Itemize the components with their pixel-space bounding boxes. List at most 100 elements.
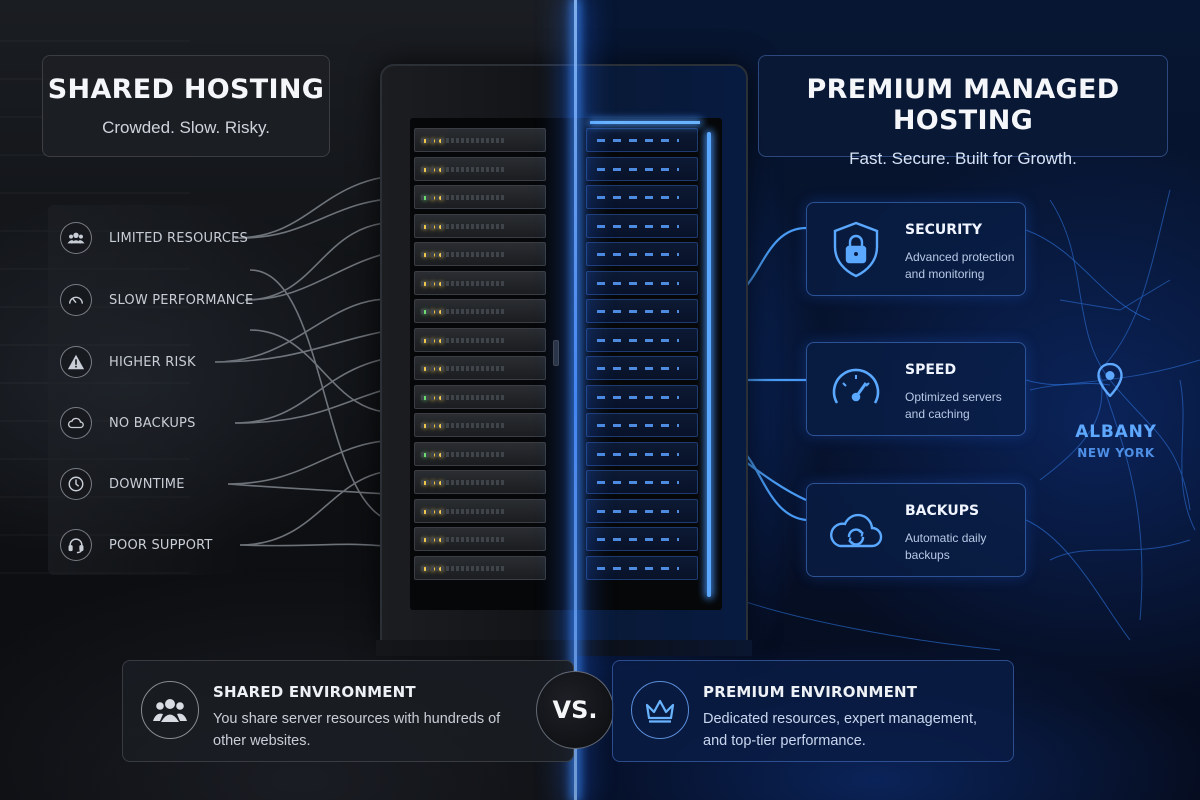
- server-unit: [414, 213, 546, 238]
- headset-icon: [60, 529, 92, 561]
- server-unit: [586, 270, 698, 295]
- feature-description: Optimized servers and caching: [905, 390, 1002, 422]
- status-led: [423, 395, 427, 400]
- issue-label: DOWNTIME: [109, 476, 185, 492]
- status-led: [423, 224, 427, 229]
- server-unit: [586, 299, 698, 323]
- server-unit: [586, 185, 698, 209]
- group-icon: [141, 681, 199, 739]
- status-led: [423, 196, 427, 200]
- location-state: NEW YORK: [1077, 446, 1155, 460]
- status-led: [439, 566, 443, 571]
- server-unit: [414, 185, 546, 209]
- server-unit: [586, 213, 698, 238]
- status-led: [423, 452, 427, 457]
- status-led: [439, 367, 443, 371]
- shared-issues-panel: [48, 205, 248, 575]
- rack-door-handle: [553, 340, 559, 366]
- rack-light-strip: [707, 132, 711, 597]
- server-unit: [414, 327, 546, 352]
- status-led: [431, 395, 435, 400]
- feature-description: Advanced protection and monitoring: [905, 250, 1015, 282]
- shared-hosting-subtitle: Crowded. Slow. Risky.: [102, 118, 270, 137]
- status-led: [439, 253, 443, 257]
- status-led: [431, 196, 435, 200]
- server-unit: [586, 470, 698, 494]
- issue-poor-support: POOR SUPPORT: [60, 528, 213, 562]
- speedometer-icon: [832, 368, 880, 404]
- status-led: [423, 481, 427, 485]
- server-unit: [586, 498, 698, 523]
- server-unit: [414, 299, 546, 323]
- status-led: [423, 424, 427, 428]
- issue-slow-performance: SLOW PERFORMANCE: [60, 283, 253, 317]
- server-unit: [414, 498, 546, 523]
- server-unit: [414, 384, 546, 409]
- server-unit: [586, 128, 698, 152]
- status-led: [431, 167, 435, 172]
- server-unit: [414, 527, 546, 551]
- server-unit: [414, 242, 546, 266]
- status-led: [431, 424, 435, 428]
- status-led: [439, 538, 443, 542]
- status-led: [439, 509, 443, 514]
- clock-icon: [60, 468, 92, 500]
- status-led: [423, 338, 427, 343]
- feature-backups-card: BACKUPS Automatic daily backups: [806, 483, 1026, 577]
- status-led: [423, 139, 427, 143]
- status-led: [439, 281, 443, 286]
- crown-icon: [631, 681, 689, 739]
- status-led: [431, 281, 435, 286]
- feature-security-card: SECURITY Advanced protection and monitor…: [806, 202, 1026, 296]
- premium-environment-title: PREMIUM ENVIRONMENT: [703, 683, 918, 701]
- premium-environment-card: PREMIUM ENVIRONMENT Dedicated resources,…: [612, 660, 1014, 762]
- status-led: [439, 338, 443, 343]
- status-led: [439, 196, 443, 200]
- status-led: [431, 367, 435, 371]
- issue-label: NO BACKUPS: [109, 415, 196, 431]
- server-unit: [586, 327, 698, 352]
- status-led: [423, 167, 427, 172]
- status-led: [431, 338, 435, 343]
- premium-hosting-subtitle: Fast. Secure. Built for Growth.: [849, 149, 1077, 168]
- server-rack-base: [376, 640, 752, 656]
- feature-title: SPEED: [905, 362, 957, 378]
- cloud-icon: [60, 407, 92, 439]
- server-unit: [586, 527, 698, 551]
- server-unit: [414, 156, 546, 181]
- issue-label: SLOW PERFORMANCE: [109, 292, 254, 308]
- issue-downtime: DOWNTIME: [60, 467, 185, 501]
- server-unit: [586, 384, 698, 409]
- premium-hosting-title: PREMIUM MANAGED HOSTING: [806, 74, 1120, 136]
- status-led: [431, 452, 435, 457]
- server-unit: [414, 413, 546, 437]
- server-unit: [586, 242, 698, 266]
- status-led: [423, 281, 427, 286]
- status-led: [439, 481, 443, 485]
- status-led: [439, 424, 443, 428]
- versus-badge: VS.: [536, 671, 614, 749]
- status-led: [439, 224, 443, 229]
- issue-higher-risk: HIGHER RISK: [60, 345, 196, 379]
- shared-hosting-card: SHARED HOSTING Crowded. Slow. Risky.: [42, 55, 330, 157]
- premium-environment-text: Dedicated resources, expert management, …: [703, 711, 978, 749]
- status-led: [439, 452, 443, 457]
- server-unit: [586, 555, 698, 580]
- issue-limited-resources: LIMITED RESOURCES: [60, 221, 248, 255]
- feature-description: Automatic daily backups: [905, 531, 987, 563]
- server-unit: [586, 413, 698, 437]
- status-led: [423, 367, 427, 371]
- issue-label: LIMITED RESOURCES: [109, 230, 248, 246]
- status-led: [423, 538, 427, 542]
- server-unit: [414, 555, 546, 580]
- server-unit: [414, 356, 546, 380]
- map-pin-icon: [1097, 363, 1123, 397]
- shared-hosting-title: SHARED HOSTING: [47, 74, 325, 105]
- rack-top-light: [590, 121, 700, 124]
- status-led: [431, 310, 435, 314]
- feature-speed-card: SPEED Optimized servers and caching: [806, 342, 1026, 436]
- shared-environment-card: SHARED ENVIRONMENT You share server reso…: [122, 660, 574, 762]
- divider-glow-line: [574, 0, 577, 800]
- status-led: [431, 566, 435, 571]
- status-led: [423, 310, 427, 314]
